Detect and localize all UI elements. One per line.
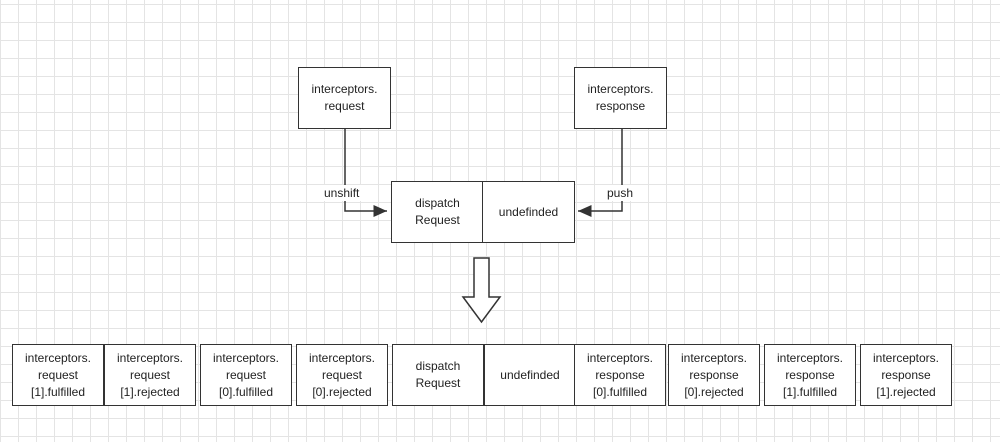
chain-item-undefined: undefinded (484, 344, 576, 406)
down-arrow-icon (461, 257, 502, 324)
chain-item-request-1-fulfilled: interceptors. request [1].fulfilled (12, 344, 104, 406)
undefined-box: undefinded (482, 181, 575, 243)
interceptors-request-box: interceptors. request (298, 67, 391, 129)
unshift-label: unshift (322, 185, 362, 201)
push-arrow (578, 129, 623, 217)
chain-item-request-0-fulfilled: interceptors. request [0].fulfilled (200, 344, 292, 406)
unshift-arrow (344, 129, 387, 217)
chain-item-response-0-rejected: interceptors. response [0].rejected (668, 344, 760, 406)
push-label: push (605, 185, 636, 201)
chain-item-response-0-fulfilled: interceptors. response [0].fulfilled (574, 344, 666, 406)
chain-item-request-0-rejected: interceptors. request [0].rejected (296, 344, 388, 406)
chain-item-response-1-fulfilled: interceptors. response [1].fulfilled (764, 344, 856, 406)
dispatch-request-box: dispatch Request (391, 181, 484, 243)
chain-item-dispatch-request: dispatch Request (392, 344, 484, 406)
interceptors-response-box: interceptors. response (574, 67, 667, 129)
chain-item-request-1-rejected: interceptors. request [1].rejected (104, 344, 196, 406)
chain-item-response-1-rejected: interceptors. response [1].rejected (860, 344, 952, 406)
